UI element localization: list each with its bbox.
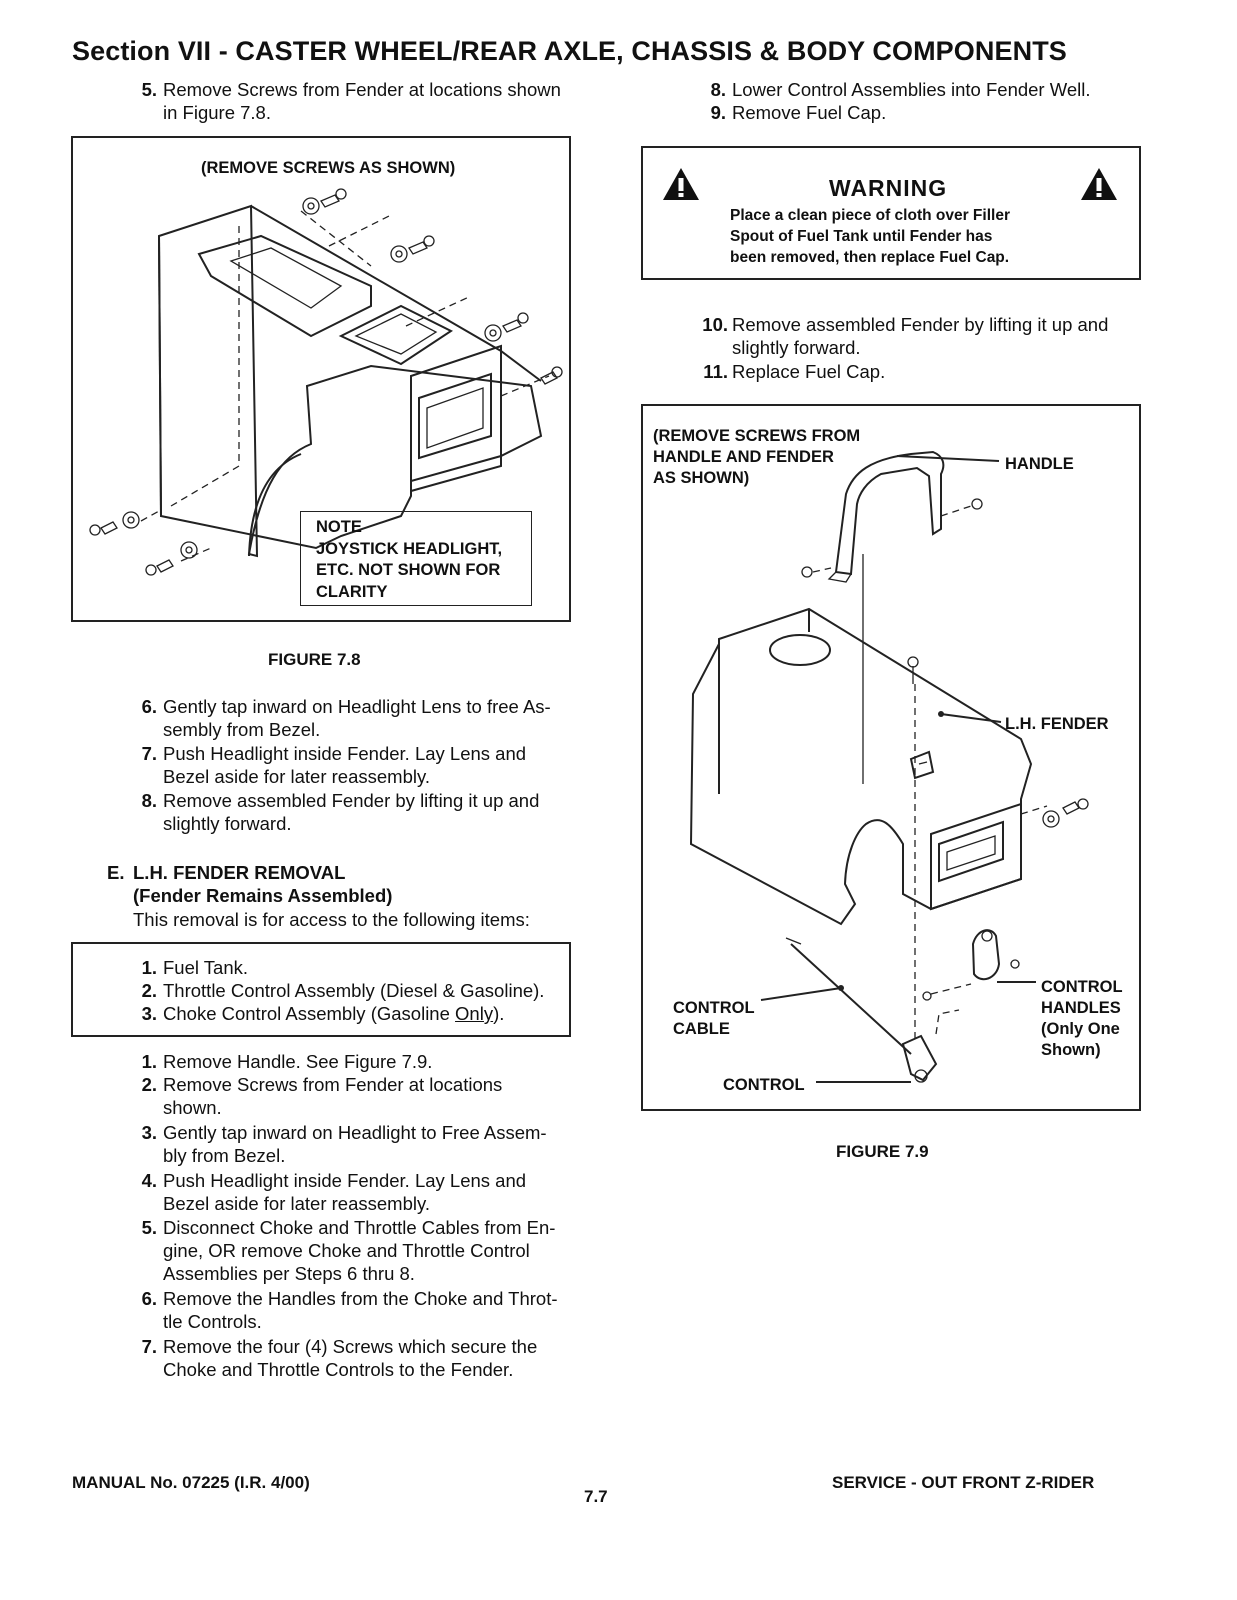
fender-label: L.H. FENDER — [1005, 715, 1109, 733]
underlined-word: Only — [455, 1003, 494, 1024]
step-line: tle Controls. — [163, 1311, 262, 1332]
step-line: Push Headlight inside Fender. Lay Lens a… — [163, 743, 527, 764]
page-number: 7.7 — [584, 1487, 608, 1506]
step-line: Remove Handle. See Figure 7.9. — [163, 1051, 433, 1072]
lh-fender-diagram — [689, 450, 1089, 1083]
step-text: Remove Screws from Fender at locations s… — [163, 78, 561, 124]
fender-diagram — [89, 188, 563, 576]
warning-icon — [1081, 168, 1117, 200]
step-number: 7. — [141, 743, 157, 764]
step-text: Gently tap inward on Headlight Lens to f… — [163, 695, 551, 741]
step-text-part: Choke Control Assembly (Gasoline — [163, 1003, 456, 1024]
step-line: Remove Screws from Fender at locations s… — [163, 79, 561, 100]
figure-caption: FIGURE 7.8 — [268, 650, 361, 669]
step-line: Bezel aside for later reassembly. — [163, 1193, 430, 1214]
step-number: 3. — [141, 1003, 157, 1024]
manual-number: MANUAL No. 07225 (I.R. 4/00) — [72, 1473, 310, 1492]
access-items-box: 1. Fuel Tank. 2. Throttle Control Assemb… — [71, 942, 571, 1037]
figure-7-9: (REMOVE SCREWS FROM HANDLE AND FENDER AS… — [641, 404, 1141, 1111]
step-number: 5. — [141, 79, 157, 100]
step-number: 8. — [710, 79, 726, 100]
step-line: Remove Screws from Fender at locations — [163, 1074, 503, 1095]
step-number: 10. — [702, 314, 728, 335]
step-number: 6. — [141, 696, 157, 717]
step-text: Push Headlight inside Fender. Lay Lens a… — [163, 1169, 526, 1215]
step-text: Replace Fuel Cap. — [732, 360, 885, 383]
step-line: Assemblies per Steps 6 thru 8. — [163, 1263, 415, 1284]
step-text-part: ). — [493, 1003, 505, 1024]
section-title: Section VII - CASTER WHEEL/REAR AXLE, CH… — [72, 36, 1067, 66]
step-number: 5. — [141, 1217, 157, 1238]
step-text: Remove assembled Fender by lifting it up… — [732, 313, 1108, 359]
step-line: Replace Fuel Cap. — [732, 361, 886, 382]
service-title: SERVICE - OUT FRONT Z-RIDER — [832, 1473, 1095, 1492]
step-line: Remove assembled Fender by lifting it up… — [163, 790, 540, 811]
step-line: Remove the Handles from the Choke and Th… — [163, 1288, 558, 1309]
warning-text: Place a clean piece of cloth over Filler… — [730, 207, 1010, 266]
warning-box: WARNING Place a clean piece of cloth ove… — [641, 146, 1141, 280]
step-number: 6. — [141, 1288, 157, 1309]
step-text: Throttle Control Assembly (Diesel & Gaso… — [163, 980, 545, 1001]
step-line: Gently tap inward on Headlight Lens to f… — [163, 696, 551, 717]
step-line: gine, OR remove Choke and Throttle Contr… — [163, 1240, 530, 1261]
step-line: slightly forward. — [163, 813, 292, 834]
step-text: Choke Control Assembly (Gasoline Only). — [163, 1002, 504, 1025]
step-line: Bezel aside for later reassembly. — [163, 766, 430, 787]
figure-callout: (REMOVE SCREWS FROM HANDLE AND FENDER AS… — [653, 427, 861, 487]
handle-label: HANDLE — [1005, 455, 1074, 473]
step-number: 2. — [141, 980, 157, 1001]
step-line: Remove the four (4) Screws which secure … — [163, 1336, 538, 1357]
step-line: Push Headlight inside Fender. Lay Lens a… — [163, 1170, 527, 1191]
step-text: Gently tap inward on Headlight to Free A… — [163, 1121, 547, 1167]
step-line: Lower Control Assemblies into Fender Wel… — [732, 79, 1091, 100]
step-number: 11. — [703, 361, 728, 382]
note-text: NOTE JOYSTICK HEADLIGHT, ETC. NOT SHOWN … — [316, 518, 503, 601]
note-box: NOTE JOYSTICK HEADLIGHT, ETC. NOT SHOWN … — [300, 511, 532, 606]
control-label: CONTROL — [723, 1076, 805, 1094]
figure-callout: (REMOVE SCREWS AS SHOWN) — [201, 159, 456, 177]
step-line: Gently tap inward on Headlight to Free A… — [163, 1122, 547, 1143]
step-text: Fuel Tank. — [163, 957, 249, 978]
step-line: bly from Bezel. — [163, 1145, 286, 1166]
step-number: 8. — [141, 790, 157, 811]
section-intro: This removal is for access to the follow… — [133, 908, 593, 931]
step-number: 9. — [710, 102, 726, 123]
control-handles-label: CONTROL HANDLES (Only One Shown) — [1041, 978, 1123, 1059]
step-line: slightly forward. — [732, 337, 861, 358]
step-line: Choke and Throttle Controls to the Fende… — [163, 1359, 514, 1380]
warning-title: WARNING — [829, 175, 948, 201]
step-line: shown. — [163, 1097, 222, 1118]
step-line: sembly from Bezel. — [163, 719, 321, 740]
step-line: Remove Fuel Cap. — [732, 102, 887, 123]
warning-icon — [663, 168, 699, 200]
control-cable-label: CONTROL CABLE — [673, 999, 755, 1038]
step-text: Remove the Handles from the Choke and Th… — [163, 1287, 558, 1333]
step-text: Remove assembled Fender by lifting it up… — [163, 789, 539, 835]
figure-7-8: (REMOVE SCREWS AS SHOWN) — [71, 136, 571, 622]
step-text: Remove Handle. See Figure 7.9. — [163, 1050, 432, 1073]
step-text: Remove the four (4) Screws which secure … — [163, 1335, 537, 1381]
step-number: 2. — [141, 1074, 157, 1095]
step-text: Remove Fuel Cap. — [732, 101, 886, 124]
figure-caption: FIGURE 7.9 — [836, 1142, 929, 1161]
step-text: Disconnect Choke and Throttle Cables fro… — [163, 1216, 555, 1285]
section-letter: E. — [107, 862, 125, 883]
step-number: 4. — [141, 1170, 157, 1191]
step-number: 3. — [141, 1122, 157, 1143]
section-heading: L.H. FENDER REMOVAL (Fender Remains Asse… — [133, 862, 393, 906]
intro-text: This removal is for access to the follow… — [133, 909, 530, 930]
step-line: Disconnect Choke and Throttle Cables fro… — [163, 1217, 556, 1238]
step-text: Lower Control Assemblies into Fender Wel… — [732, 78, 1091, 101]
step-number: 7. — [141, 1336, 157, 1357]
step-number: 1. — [141, 1051, 157, 1072]
step-number: 1. — [141, 957, 157, 978]
step-text: Push Headlight inside Fender. Lay Lens a… — [163, 742, 526, 788]
step-line: Remove assembled Fender by lifting it up… — [732, 314, 1109, 335]
step-line: in Figure 7.8. — [163, 102, 271, 123]
